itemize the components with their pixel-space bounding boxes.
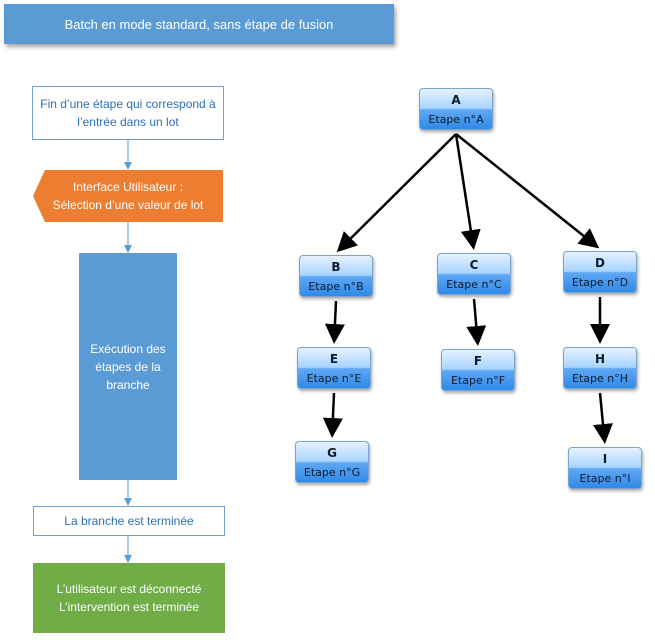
- node-f-label: F: [473, 354, 483, 368]
- user-interface-selection-text: Interface Utilisateur : Sélection d’une …: [52, 180, 204, 212]
- node-a-label: A: [451, 93, 461, 107]
- node-b-label: B: [331, 260, 341, 274]
- tree-node-a: A Etape n°A: [419, 88, 493, 130]
- tree-node-e: E Etape n°E: [297, 347, 371, 389]
- tree-node-d: D Etape n°D: [563, 251, 637, 293]
- step-end-box: Fin d’une étape qui correspond à l’entré…: [32, 86, 224, 140]
- user-disconnected-box: L’utilisateur est déconnecté L’intervent…: [33, 563, 225, 633]
- tree-node-g: G Etape n°G: [295, 441, 369, 483]
- tree-edge-a-b: [336, 133, 457, 253]
- tree-edge-e-g: [322, 392, 343, 439]
- node-h-step: Etape n°H: [572, 372, 628, 385]
- node-a-step: Etape n°A: [428, 113, 484, 126]
- title-banner: Batch en mode standard, sans étape de fu…: [4, 4, 394, 44]
- branch-finished-text: La branche est terminée: [64, 514, 194, 528]
- node-e-label: E: [329, 352, 339, 366]
- node-e-step: Etape n°E: [306, 372, 362, 385]
- node-c-step: Etape n°C: [446, 278, 502, 291]
- tree-edge-h-i: [593, 392, 613, 445]
- branch-finished-box: La branche est terminée: [33, 506, 225, 536]
- node-h-label: H: [594, 352, 606, 366]
- node-d-step: Etape n°D: [571, 276, 629, 289]
- tree-node-i: I Etape n°I: [568, 447, 642, 489]
- node-f-step: Etape n°F: [450, 374, 506, 387]
- title-text: Batch en mode standard, sans étape de fu…: [64, 16, 334, 32]
- execute-branch-box: Exécution des étapes de la branche: [79, 253, 177, 480]
- step-end-text: Fin d’une étape qui correspond à l’entré…: [40, 97, 216, 129]
- node-i-label: I: [602, 452, 608, 466]
- tree-node-c: C Etape n°C: [437, 253, 511, 295]
- node-b-step: Etape n°B: [308, 280, 364, 293]
- tree-edge-b-e: [324, 300, 345, 345]
- tree-edge-c-f: [466, 298, 487, 347]
- user-disconnected-text: L’utilisateur est déconnecté L’intervent…: [56, 582, 202, 614]
- node-g-label: G: [327, 446, 337, 460]
- node-c-label: C: [469, 258, 479, 272]
- tree-node-b: B Etape n°B: [299, 255, 373, 297]
- node-d-label: D: [595, 256, 605, 270]
- tree-edge-a-d: [455, 133, 600, 249]
- execute-branch-text: Exécution des étapes de la branche: [90, 341, 166, 392]
- node-i-step: Etape n°I: [579, 472, 631, 485]
- tree-edges: [322, 133, 613, 445]
- node-g-step: Etape n°G: [303, 466, 361, 479]
- user-interface-selection-box: Interface Utilisateur : Sélection d’une …: [33, 170, 223, 222]
- tree-node-f: F Etape n°F: [441, 349, 515, 391]
- tree-edge-a-c: [454, 133, 481, 251]
- tree-node-h: H Etape n°H: [563, 347, 637, 389]
